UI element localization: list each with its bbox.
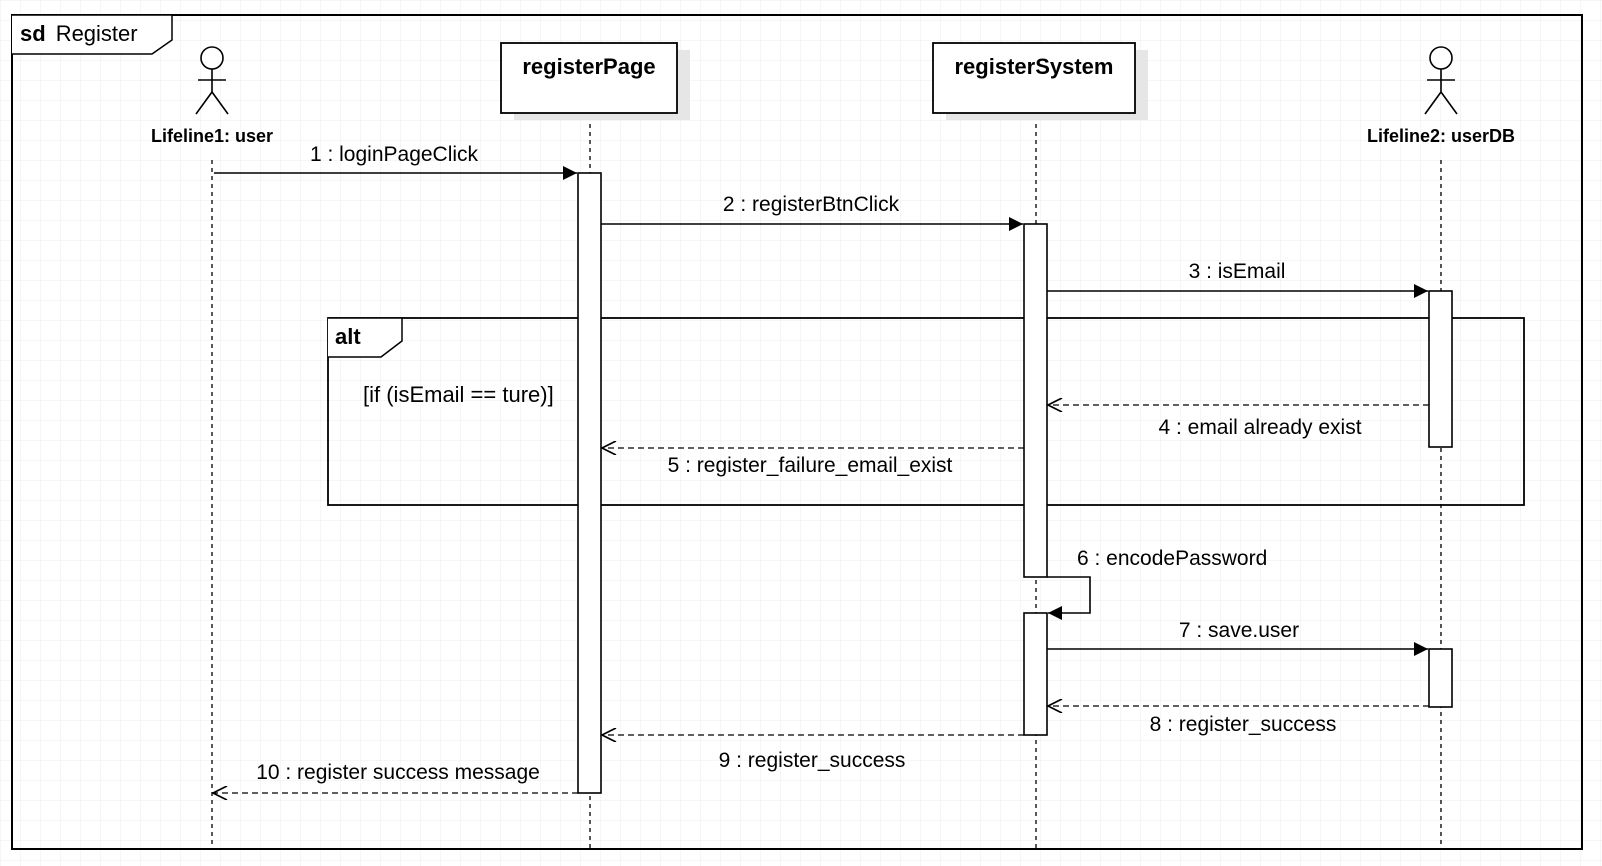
object-system-box [932,42,1136,114]
activation-page [577,172,602,794]
sd-frame-tab [12,14,173,55]
message-7-label: 7 : save.user [1179,619,1299,642]
actor-db-icon [1424,46,1458,115]
activation-db-2 [1428,648,1453,708]
message-3-label: 3 : isEmail [1189,260,1286,283]
sd-frame [11,14,1583,850]
message-5-label: 5 : register_failure_email_exist [668,454,953,477]
message-9-label: 9 : register_success [719,749,906,772]
object-page-box [500,42,678,114]
object-page-label: registerPage [522,54,655,79]
activation-db-1 [1428,290,1453,448]
message-6-label: 6 : encodePassword [1077,547,1267,570]
alt-keyword: alt [335,324,361,349]
message-8-label: 8 : register_success [1150,713,1337,736]
lifeline-user-label: Lifeline1: user [151,126,273,146]
object-system-label: registerSystem [955,54,1114,79]
alt-fragment [327,317,1525,506]
alt-guard: [if (isEmail == ture)] [363,382,554,407]
message-10-label: 10 : register success message [256,761,540,784]
sd-frame-title: sd Register [20,21,138,46]
alt-fragment-tab [328,317,403,358]
message-2-label: 2 : registerBtnClick [723,193,900,216]
lifeline-db-label: Lifeline2: userDB [1367,126,1515,146]
sd-keyword: sd [20,21,46,46]
message-6-arrow [1047,576,1091,620]
activation-system-1 [1023,223,1048,578]
message-4-label: 4 : email already exist [1158,416,1361,439]
actor-user-icon [195,46,229,115]
sd-name: Register [56,21,138,46]
activation-system-2 [1023,612,1048,736]
message-1-label: 1 : loginPageClick [310,143,479,166]
